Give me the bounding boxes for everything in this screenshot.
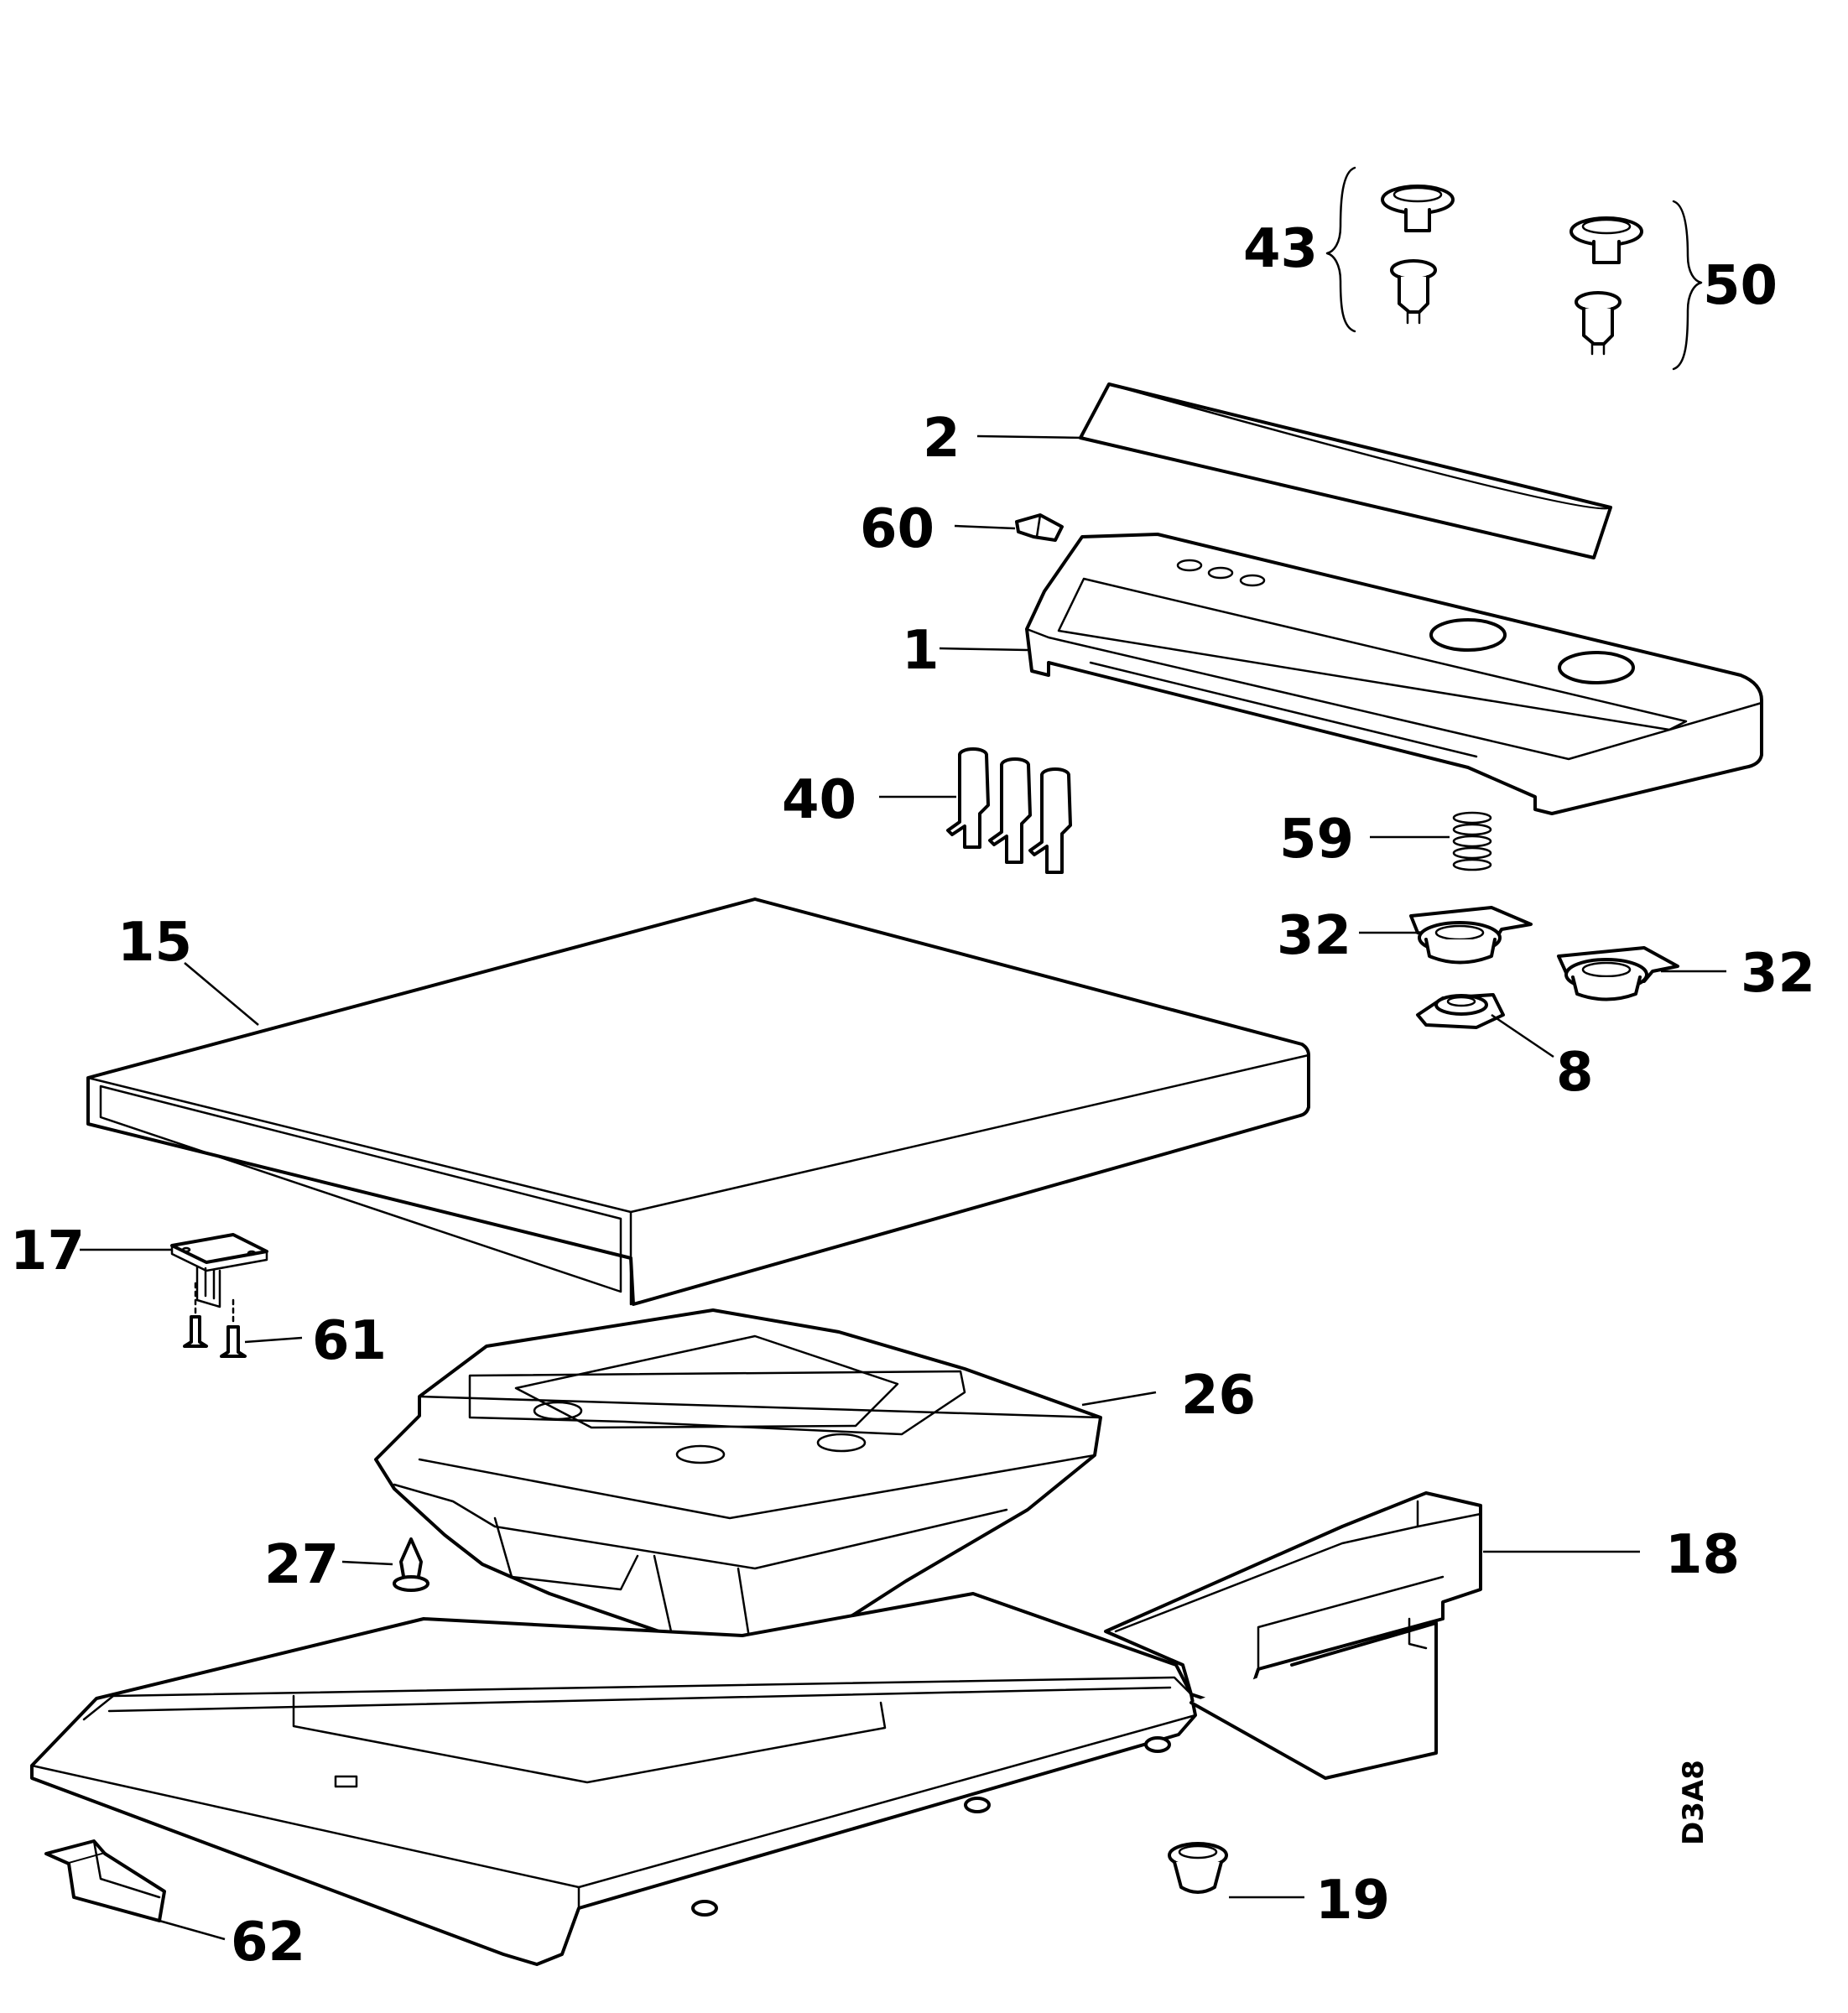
callout-26: 26 [1181,1365,1256,1427]
brace-left [1325,166,1356,333]
bracket-32-right [1557,946,1679,1001]
callout-1: 1 [902,620,940,682]
knob-set-50 [1569,200,1703,371]
bushing-8 [1416,993,1505,1029]
callout-43: 43 [1243,218,1318,280]
latch-62 [44,1839,166,1922]
callout-60: 60 [860,498,934,560]
callout-27: 27 [264,1534,339,1596]
channel-18 [1104,1491,1482,1780]
callout-15: 15 [117,912,192,974]
callout-32-right: 32 [1741,943,1815,1005]
callout-32-left: 32 [1277,905,1351,967]
callout-40: 40 [782,769,856,831]
callout-62: 62 [231,1912,305,1974]
callout-18: 18 [1665,1524,1740,1586]
hinge-17 [170,1233,268,1308]
bracket-32-left [1409,906,1533,965]
base-frame [30,1592,1197,1966]
rivet-27 [393,1537,429,1592]
trim-strip-2 [1079,382,1612,559]
callout-50: 50 [1703,255,1778,317]
callout-61: 61 [312,1310,387,1372]
leader-lines [80,434,1726,1941]
brace-right [1672,200,1703,371]
clip-60 [1015,513,1064,542]
push-buttons-40 [946,747,1072,874]
diagram-code: D3A8 [1677,1760,1710,1845]
callout-2: 2 [923,408,960,470]
callout-8: 8 [1556,1042,1594,1104]
control-panel-1 [1025,533,1763,815]
callout-17: 17 [10,1220,85,1282]
callout-59: 59 [1279,809,1354,871]
top-lid-15 [86,897,1310,1306]
screws-61 [183,1282,247,1358]
dispenser-26 [374,1308,1102,1652]
cap-19 [1168,1842,1228,1894]
callout-19: 19 [1315,1870,1390,1932]
knob-set-43 [1325,166,1455,333]
spring-59 [1452,811,1492,871]
